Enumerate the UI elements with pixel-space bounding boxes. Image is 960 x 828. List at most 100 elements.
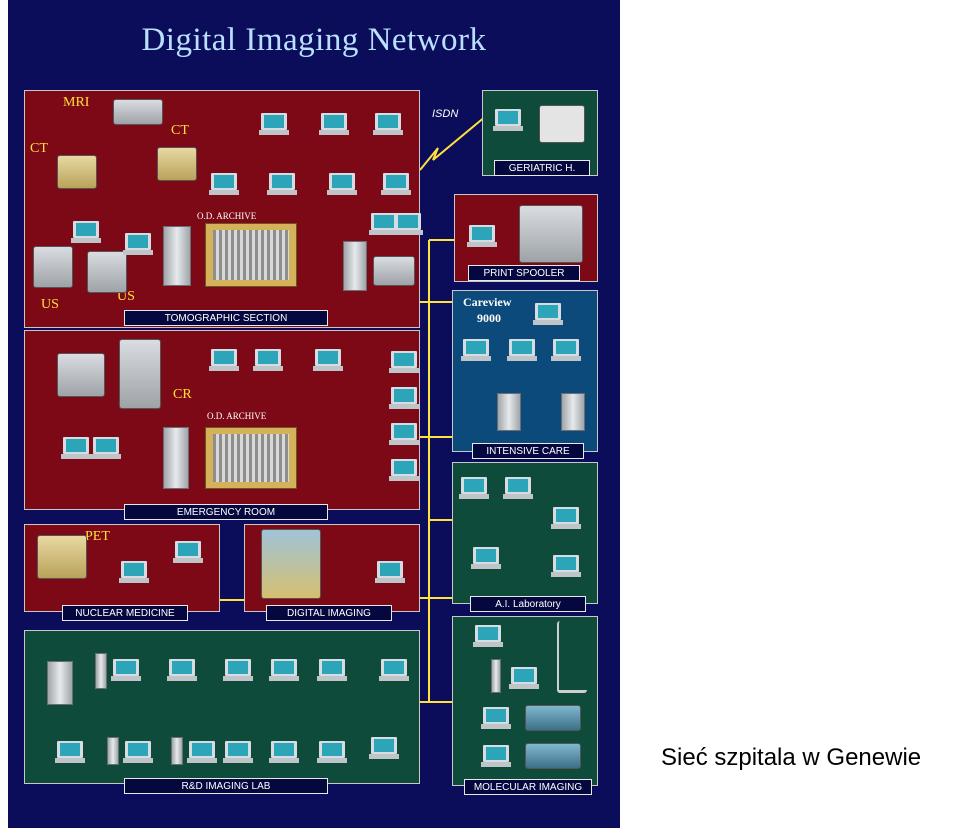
- workstation-icon: [381, 173, 411, 195]
- server-tower-icon: [497, 393, 521, 431]
- molecular-imaging-label: MOLECULAR IMAGING: [464, 779, 592, 795]
- server-tower-icon: [163, 427, 189, 489]
- workstation-icon: [91, 437, 121, 459]
- panel-ai-laboratory: [452, 462, 598, 604]
- workstation-icon: [503, 477, 533, 499]
- isdn-label: ISDN: [432, 108, 459, 120]
- workstation-icon: [123, 741, 153, 763]
- workstation-icon: [375, 561, 405, 583]
- monitor-icon: [551, 339, 581, 361]
- server-tower-icon: [107, 737, 119, 765]
- workstation-icon: [71, 221, 101, 243]
- panel-tomographic-section: MRI CT CT US US O.D. ARCHIVE: [24, 90, 423, 328]
- workstation-icon: [167, 659, 197, 681]
- emergency-room-label: EMERGENCY ROOM: [124, 504, 328, 520]
- digital-imaging-label: DIGITAL IMAGING: [266, 605, 392, 621]
- workstation-icon: [123, 233, 153, 255]
- mri-label: MRI: [63, 95, 90, 110]
- workstation-icon: [481, 707, 511, 729]
- pet-scanner-icon: [37, 535, 87, 579]
- network-poster: Digital Imaging Network: [8, 0, 620, 828]
- workstation-icon: [319, 113, 349, 135]
- od-archive-label: O.D. ARCHIVE: [207, 411, 267, 421]
- workstation-icon: [253, 349, 283, 371]
- lab-instrument-icon: [525, 705, 581, 731]
- workstation-icon: [389, 459, 419, 481]
- od-archive-label: O.D. ARCHIVE: [197, 211, 257, 221]
- intensive-care-label: INTENSIVE CARE: [472, 443, 584, 459]
- workstation-icon: [389, 423, 419, 445]
- workstation-icon: [369, 213, 399, 235]
- us-left-label: US: [41, 297, 59, 312]
- c-arm-icon: [261, 529, 321, 599]
- workstation-icon: [61, 437, 91, 459]
- workstation-icon: [481, 745, 511, 767]
- microscope-stand-icon: [557, 621, 587, 693]
- careview-line2: 9000: [477, 311, 501, 325]
- workstation-icon: [119, 561, 149, 583]
- workstation-icon: [389, 387, 419, 409]
- cr-reader-icon: [119, 339, 161, 409]
- workstation-icon: [317, 659, 347, 681]
- panel-nuclear-medicine: PET: [24, 524, 220, 612]
- workstation-icon: [473, 625, 503, 647]
- lab-instrument-icon: [525, 743, 581, 769]
- workstation-icon: [493, 109, 523, 131]
- server-tower-icon: [561, 393, 585, 431]
- ultrasound-icon: [87, 251, 127, 293]
- server-tower-icon: [95, 653, 107, 689]
- workstation-icon: [209, 349, 239, 371]
- workstation-icon: [509, 667, 539, 689]
- ct-right-label: CT: [171, 123, 189, 138]
- optical-disk-archive-icon: [205, 223, 297, 287]
- workstation-icon: [267, 173, 297, 195]
- workstation-icon: [389, 351, 419, 373]
- monitor-icon: [507, 339, 537, 361]
- rd-imaging-lab-label: R&D IMAGING LAB: [124, 778, 328, 794]
- workstation-icon: [373, 113, 403, 135]
- workstation-icon: [327, 173, 357, 195]
- scanner-icon: [539, 105, 585, 143]
- server-tower-icon: [47, 661, 73, 705]
- workstation-icon: [317, 741, 347, 763]
- ultrasound-icon: [33, 246, 73, 288]
- ct-left-label: CT: [30, 141, 48, 156]
- server-tower-icon: [343, 241, 367, 291]
- workstation-icon: [269, 659, 299, 681]
- slide-caption: Sieć szpitala w Genewie: [661, 744, 922, 771]
- workstation-icon: [459, 477, 489, 499]
- mri-scanner-icon: [113, 99, 163, 125]
- server-tower-icon: [491, 659, 501, 693]
- print-spooler-label: PRINT SPOOLER: [468, 265, 580, 281]
- nuclear-medicine-label: NUCLEAR MEDICINE: [62, 605, 188, 621]
- tomographic-section-label: TOMOGRAPHIC SECTION: [124, 310, 328, 326]
- panel-rd-imaging-lab: [24, 630, 420, 784]
- panel-emergency-room: CR O.D. ARCHIVE: [24, 330, 420, 510]
- workstation-icon: [551, 555, 581, 577]
- geriatric-label: GERIATRIC H.: [494, 160, 590, 176]
- workstation-icon: [467, 225, 497, 247]
- poster-title: Digital Imaging Network: [141, 22, 487, 58]
- careview-line1: Careview: [463, 295, 512, 309]
- workstation-icon: [223, 741, 253, 763]
- panel-digital-imaging: [244, 524, 420, 612]
- ct-scanner-icon: [157, 147, 197, 181]
- laser-printer-icon: [519, 205, 583, 263]
- workstation-icon: [551, 507, 581, 529]
- workstation-icon: [173, 541, 203, 563]
- printer-icon: [373, 256, 415, 286]
- workstation-icon: [379, 659, 409, 681]
- workstation-icon: [55, 741, 85, 763]
- pet-label: PET: [85, 529, 110, 544]
- workstation-icon: [313, 349, 343, 371]
- optical-disk-archive-icon: [205, 427, 297, 489]
- workstation-icon: [209, 173, 239, 195]
- workstation-icon: [471, 547, 501, 569]
- ct-scanner-icon: [57, 155, 97, 189]
- cr-reader-icon: [57, 353, 105, 397]
- server-tower-icon: [163, 226, 191, 286]
- monitor-icon: [461, 339, 491, 361]
- workstation-icon: [533, 303, 563, 325]
- workstation-icon: [259, 113, 289, 135]
- ai-laboratory-label: A.I. Laboratory: [470, 596, 586, 612]
